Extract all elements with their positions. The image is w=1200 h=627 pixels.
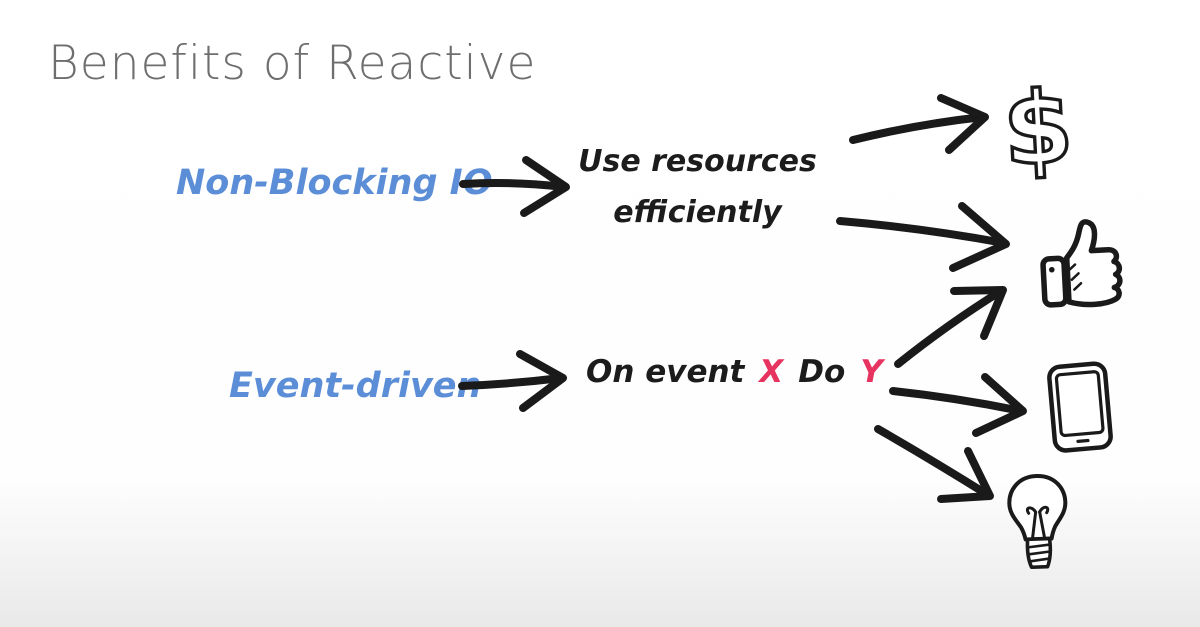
on-event-y: Y [860, 354, 883, 390]
label-event-driven: Event-driven [229, 366, 482, 406]
arrow-nonblocking-to-use [463, 160, 566, 213]
on-event-x: X [759, 354, 784, 390]
label-non-blocking-io: Non-Blocking IO [176, 163, 493, 203]
on-event-prefix: On event [586, 354, 745, 390]
arrow-onevent-to-bulb [878, 429, 990, 499]
arrow-onevent-to-thumbs [898, 290, 1003, 364]
thumbs-up-icon [1041, 220, 1121, 307]
svg-text:$: $ [1000, 68, 1076, 188]
text-use-resources-efficiently: Use resources efficiently [578, 144, 817, 230]
arrow-use-to-thumbs [840, 206, 1006, 268]
arrow-onevent-to-phone [893, 377, 1023, 433]
lightbulb-icon [1008, 475, 1067, 568]
text-on-event-x-do-y: On event X Do Y [586, 354, 883, 390]
arrow-use-to-dollar [853, 98, 985, 150]
dollar-sign-icon: $ [999, 67, 1078, 191]
on-event-do: Do [798, 354, 846, 390]
slide-title: Benefits of Reactive [48, 36, 537, 91]
arrow-event-to-onevent [462, 354, 563, 408]
smartphone-icon [1048, 363, 1111, 452]
